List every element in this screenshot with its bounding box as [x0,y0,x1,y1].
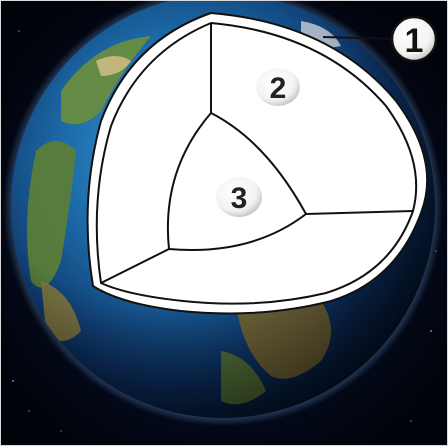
label-2: 2 [256,68,300,106]
label-1-text: 1 [405,22,424,60]
label-2-text: 2 [270,72,287,105]
label-3-text: 3 [231,182,248,215]
label-1: 1 [392,17,436,61]
label-3: 3 [216,177,262,217]
